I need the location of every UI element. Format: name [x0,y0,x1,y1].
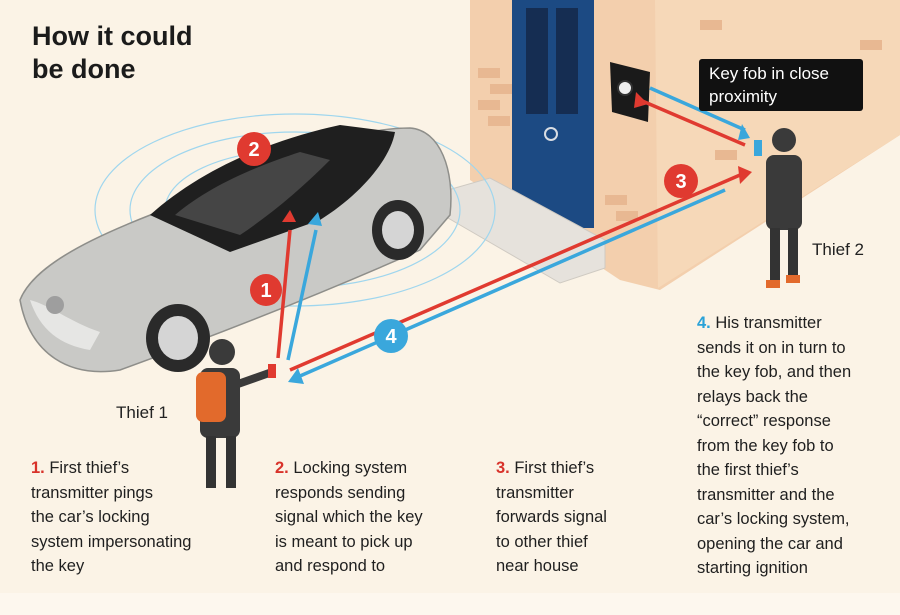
thief-1-figure [196,339,276,488]
car [19,125,452,373]
thief-2-figure [754,128,802,288]
marker-4-label: 4 [385,326,397,348]
step-3-description: First thief’s transmitter forwards signa… [496,459,607,575]
step-2-number: 2. [275,459,289,477]
arrowhead-blue-thief1 [288,368,304,384]
step-2-text: 2. Locking system responds sending signa… [275,456,475,579]
marker-3: 3 [664,164,698,198]
arrowhead-red-keyfob [634,92,648,108]
step-2-description: Locking system responds sending signal w… [275,459,423,575]
marker-2-label: 2 [248,139,259,161]
arrowhead-red-house [738,166,752,184]
thief-1-label: Thief 1 [116,403,168,422]
marker-1: 1 [250,274,282,306]
marker-3-label: 3 [675,171,686,193]
step-4-description: His transmitter sends it on in turn to t… [697,314,852,577]
marker-1-label: 1 [260,280,271,302]
marker-4: 4 [374,319,408,353]
step-4-number: 4. [697,314,711,332]
thief-2-label: Thief 2 [812,240,864,259]
arrowhead-blue-thief2 [738,124,750,140]
step-1-description: First thief’s transmitter pings the car’… [31,459,192,575]
keyfob-callout: Key fob in close proximity [699,59,863,111]
step-1-text: 1. First thief’s transmitter pings the c… [31,456,251,579]
door [512,0,594,228]
step-4-text: 4. His transmitter sends it on in turn t… [697,311,897,581]
step-3-text: 3. First thief’s transmitter forwards si… [496,456,656,579]
bottom-band [0,593,900,615]
signal-arrows [276,86,746,378]
step-3-number: 3. [496,459,510,477]
step-1-number: 1. [31,459,45,477]
marker-2: 2 [237,132,271,166]
arrowhead-blue-car [308,212,322,226]
page-title: How it could be done [32,21,193,84]
arrowhead-red-car [282,210,296,222]
